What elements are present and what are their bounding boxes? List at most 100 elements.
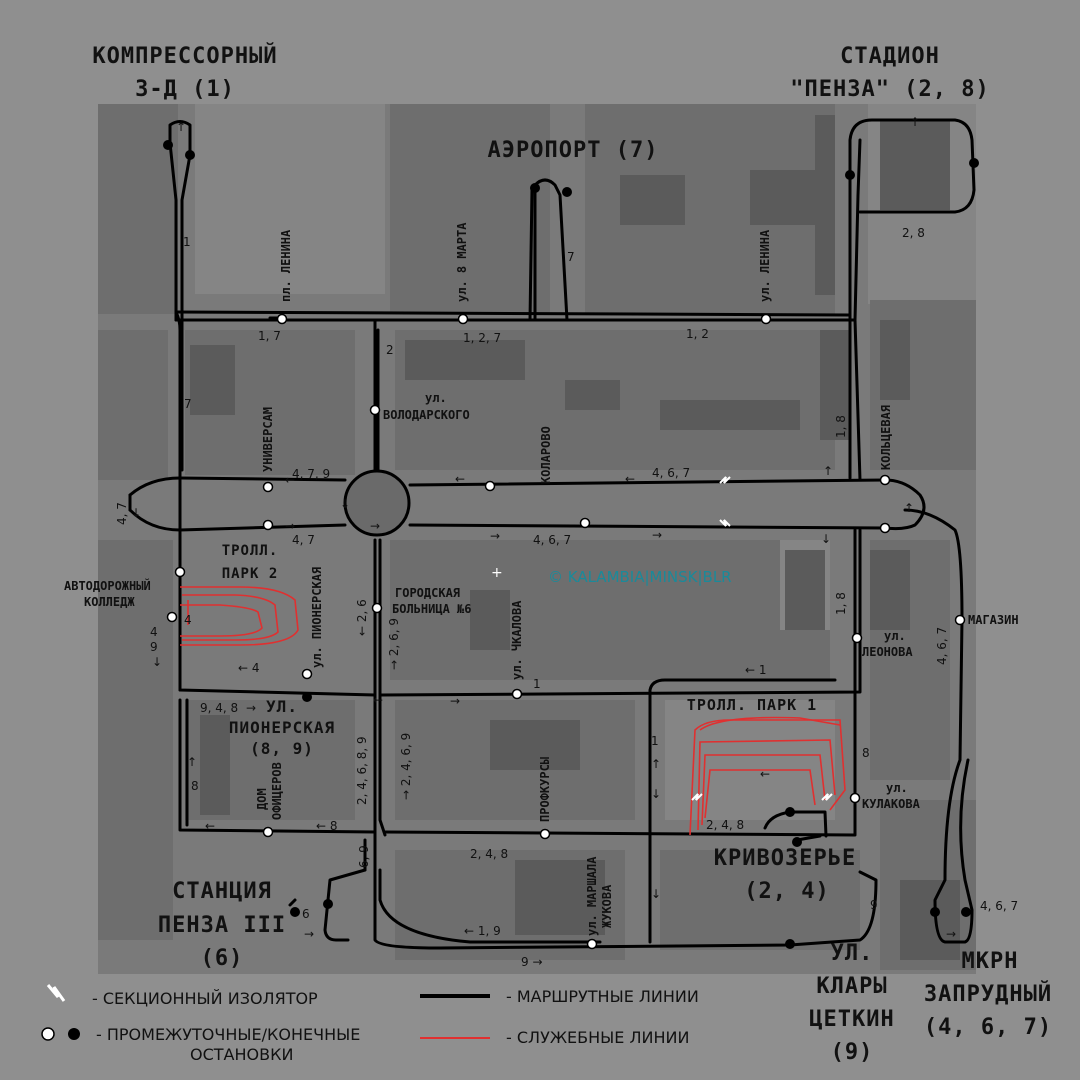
terminal-zaprudny-title-2: ЗАПРУДНЫЙ [924, 981, 1052, 1007]
terminal-klary-title-4: (9) [831, 1040, 874, 1065]
svg-text:↑: ↑ [651, 757, 661, 771]
svg-text:1: 1 [533, 677, 541, 691]
svg-text:→: → [946, 927, 956, 941]
label-pionerskaya-t-1: УЛ. [266, 697, 298, 716]
legend-isolator-icon [46, 984, 66, 1002]
svg-text:↓: ↓ [131, 506, 141, 520]
svg-text:4, 6, 7: 4, 6, 7 [533, 533, 571, 547]
svg-text:↓: ↓ [651, 887, 661, 901]
terminal-kompressorny-b [185, 150, 195, 160]
svg-text:← 2, 6: ← 2, 6 [355, 599, 369, 636]
label-magazin: МАГАЗИН [968, 613, 1019, 627]
route-lines [128, 118, 976, 950]
terminal-aeroport-title: АЭРОПОРТ (7) [488, 138, 659, 163]
svg-text:7: 7 [567, 250, 575, 264]
svg-text:→: → [246, 701, 256, 715]
stop-universam-b [262, 519, 274, 531]
stop-volodarskogo [369, 404, 381, 416]
stop-labels: пл. ЛЕНИНА ул. 8 МАРТА ул. ЛЕНИНА ул. ВО… [64, 222, 1019, 936]
roundabout [343, 469, 411, 537]
svg-text:→: → [652, 528, 662, 542]
svg-text:←: ← [760, 767, 770, 781]
svg-text:← 1, 9: ← 1, 9 [464, 924, 501, 938]
svg-text:7: 7 [184, 397, 192, 411]
svg-text:1, 8: 1, 8 [834, 592, 848, 615]
svg-text:9: 9 [870, 898, 878, 912]
terminal-stantsiya-b [323, 899, 333, 909]
svg-text:→ 2, 4, 6, 9: → 2, 4, 6, 9 [399, 733, 413, 800]
label-zhukova-2: ЖУКОВА [600, 884, 614, 928]
terminal-zaprudny-a [930, 907, 940, 917]
svg-text:← 8: ← 8 [316, 819, 338, 833]
svg-text:→: → [285, 519, 295, 533]
label-koltsevaya: КОЛЬЦЕВАЯ [879, 405, 893, 470]
svg-text:↑: ↑ [176, 120, 186, 134]
svg-text:←: ← [205, 819, 215, 833]
legend-isolator-text: - СЕКЦИОННЫЙ ИЗОЛЯТОР [92, 989, 318, 1008]
terminal-klary-title-2: КЛАРЫ [816, 974, 887, 999]
stop-avtodor-b [166, 611, 178, 623]
svg-text:6, 9: 6, 9 [357, 845, 371, 868]
label-avtodor-2: КОЛЛЕДЖ [84, 595, 135, 609]
terminal-stantsiya-title-3: (6) [201, 946, 244, 971]
label-kolarovo: КОЛАРОВО [539, 426, 553, 484]
stop-kolarovo-a [484, 480, 496, 492]
svg-text:→: → [304, 927, 314, 941]
svg-text:4: 4 [184, 613, 192, 627]
watermark: © KALAMBIA|MINSK|BLR [548, 568, 732, 586]
svg-text:↓: ↓ [651, 787, 661, 801]
stop-profkursy [539, 828, 551, 840]
legend-stop-icon [41, 1027, 55, 1041]
svg-text:← 4: ← 4 [238, 661, 260, 675]
svg-text:↓: ↓ [821, 532, 831, 546]
svg-text:8: 8 [862, 746, 870, 760]
label-troll-park-1: ТРОЛЛ. ПАРК 1 [687, 696, 817, 714]
terminal-kompressorny-title: КОМПРЕССОРНЫЙ [92, 43, 277, 69]
terminal-klary-title: УЛ. [831, 941, 874, 966]
svg-text:←: ← [625, 472, 635, 486]
terminal-stadion-title-2: "ПЕНЗА" (2, 8) [790, 77, 989, 102]
svg-text:2, 4, 6, 8, 9: 2, 4, 6, 8, 9 [355, 736, 369, 805]
label-chkalova: ул. ЧКАЛОВА [510, 600, 524, 680]
label-pionerskaya-v: ул. ПИОНЕРСКАЯ [310, 567, 324, 668]
label-ofitserov-1: ДОМ [255, 788, 269, 810]
svg-text:1, 2, 7: 1, 2, 7 [463, 331, 501, 345]
stop-zhukova [586, 938, 598, 950]
label-kulakova-1: ул. [886, 781, 908, 795]
label-troll-park-2-2: ПАРК 2 [222, 566, 279, 582]
legend-terminal-icon [68, 1028, 80, 1040]
label-volodarskogo-1: ул. [425, 391, 447, 405]
legend: - СЕКЦИОННЫЙ ИЗОЛЯТОР - ПРОМЕЖУТОЧНЫЕ/КО… [41, 984, 699, 1064]
center-cross: + [491, 565, 503, 581]
label-ul-8-marta: ул. 8 МАРТА [455, 222, 469, 302]
svg-text:8: 8 [191, 779, 199, 793]
terminal-zaprudny-title: МКРН [962, 949, 1019, 974]
stop-avtodor [174, 566, 186, 578]
label-profkursy: ПРОФКУРСЫ [538, 757, 552, 822]
terminal-krivozerye-b [792, 837, 802, 847]
section-isolators [691, 476, 833, 801]
svg-text:↑: ↑ [904, 501, 914, 515]
label-universam: УНИВЕРСАМ [261, 407, 275, 472]
label-pionerskaya-t-3: (8, 9) [250, 739, 314, 758]
svg-text:6: 6 [302, 907, 310, 921]
terminal-klary-title-3: ЦЕТКИН [809, 1007, 894, 1032]
terminal-stadion-title: СТАДИОН [840, 44, 940, 69]
route-labels: 1 1, 7 1, 2, 7 1, 2 7 2, 8 2 7 1, 8 4, 7… [115, 226, 1018, 969]
svg-text:←: ← [455, 472, 465, 486]
terminal-stadion-a [845, 170, 855, 180]
stop-koltsevaya-a [879, 474, 891, 486]
label-ofitserov-2: ОФИЦЕРОВ [270, 762, 284, 820]
terminal-krivozerye-title: КРИВОЗЕРЬЕ [714, 846, 856, 871]
stop-koltsevaya-b [879, 522, 891, 534]
svg-text:2, 8: 2, 8 [902, 226, 925, 240]
stops [163, 140, 979, 950]
svg-text:4: 4 [150, 625, 158, 639]
svg-text:← 1: ← 1 [745, 663, 767, 677]
terminal-klary [785, 939, 795, 949]
terminal-krivozerye-title-2: (2, 4) [744, 879, 829, 904]
label-pionerskaya-t-2: ПИОНЕРСКАЯ [229, 718, 335, 737]
label-ul-lenina: ул. ЛЕНИНА [758, 229, 772, 302]
legend-route-lines-text: - МАРШРУТНЫЕ ЛИНИИ [506, 987, 699, 1006]
